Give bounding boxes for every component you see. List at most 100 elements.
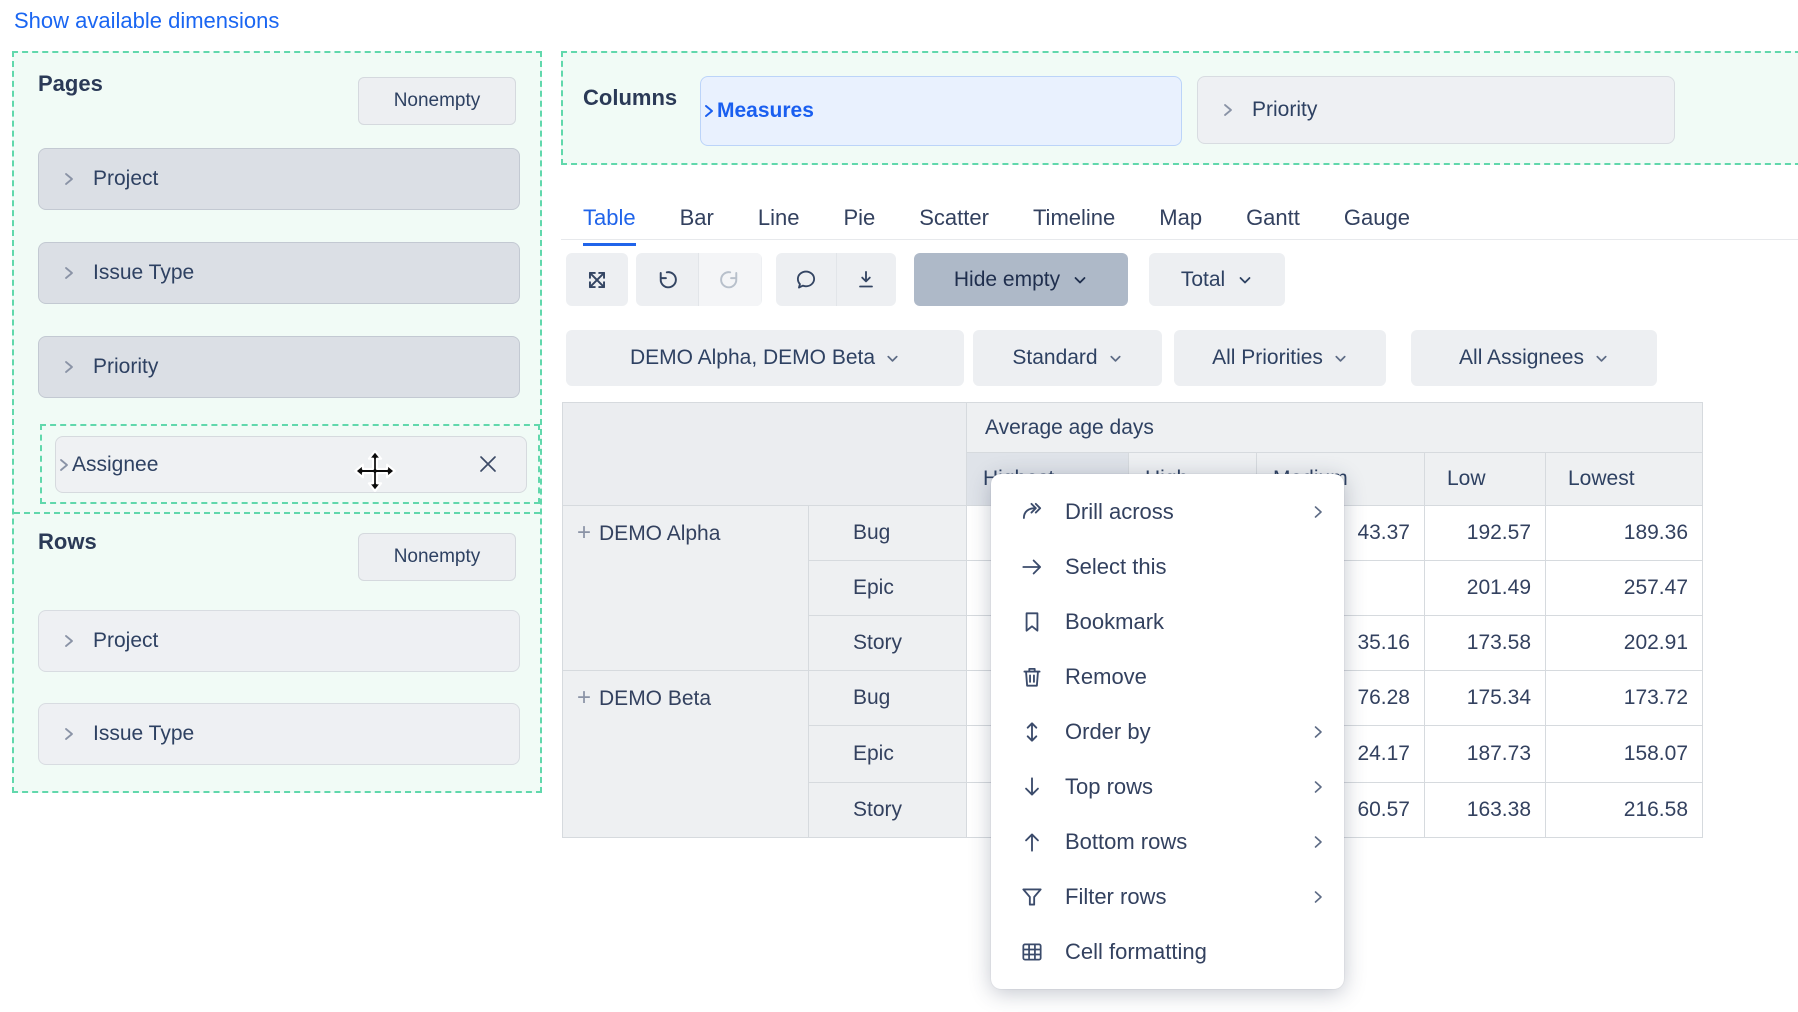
value-cell[interactable]: 216.58 [1545, 782, 1703, 838]
pages-item-assignee-dragging[interactable]: Assignee [55, 436, 527, 493]
comment-button[interactable] [776, 253, 836, 306]
issue-type-filter-dropdown[interactable]: Standard [973, 330, 1162, 386]
menu-item-bookmark[interactable]: Bookmark [991, 594, 1344, 649]
toolbar-group-undo-redo [636, 253, 762, 306]
submenu-chevron-icon [1310, 504, 1326, 520]
undo-button[interactable] [636, 253, 698, 306]
trash-icon [1017, 664, 1047, 690]
submenu-chevron-icon [1310, 779, 1326, 795]
menu-item-filter-rows[interactable]: Filter rows [991, 869, 1344, 924]
menu-item-label: Remove [1065, 663, 1147, 689]
chevron-down-icon [1110, 355, 1121, 362]
value-cell[interactable]: 158.07 [1545, 725, 1703, 783]
pages-nonempty-button[interactable]: Nonempty [358, 77, 516, 125]
pages-item-priority[interactable]: Priority [38, 336, 520, 398]
rows-item-issue-type[interactable]: Issue Type [38, 703, 520, 765]
menu-item-cell-formatting[interactable]: Cell formatting [991, 924, 1344, 979]
value-cell[interactable]: 175.34 [1424, 670, 1546, 726]
dimension-label: Priority [93, 355, 159, 378]
tab-table[interactable]: Table [583, 205, 636, 246]
project-filter-dropdown[interactable]: DEMO Alpha, DEMO Beta [566, 330, 964, 386]
menu-item-select-this[interactable]: Select this [991, 539, 1344, 594]
close-icon[interactable] [474, 450, 502, 478]
total-dropdown[interactable]: Total [1149, 253, 1285, 306]
menu-item-order-by[interactable]: Order by [991, 704, 1344, 759]
tab-map[interactable]: Map [1159, 205, 1203, 230]
filter-label: All Assignees [1459, 346, 1584, 369]
chevron-right-icon [61, 726, 77, 742]
row-header-issue-type[interactable]: Story [808, 615, 967, 671]
arrow-right-icon [1017, 554, 1047, 580]
value-cell[interactable]: 173.72 [1545, 670, 1703, 726]
row-header-issue-type[interactable]: Bug [808, 670, 967, 726]
tab-line[interactable]: Line [757, 205, 800, 230]
project-label: DEMO Beta [599, 687, 712, 710]
row-header-issue-type[interactable]: Epic [808, 725, 967, 783]
chevron-right-icon [1220, 102, 1236, 118]
redo-button[interactable] [698, 253, 761, 306]
dimension-label: Issue Type [93, 722, 195, 745]
expand-plus-icon[interactable]: + [577, 684, 592, 711]
dimension-label: Assignee [72, 452, 159, 476]
maximize-icon [588, 271, 606, 288]
value-cell[interactable]: 173.58 [1424, 615, 1546, 671]
tab-pie[interactable]: Pie [843, 205, 876, 230]
rows-item-project[interactable]: Project [38, 610, 520, 672]
priority-filter-dropdown[interactable]: All Priorities [1174, 330, 1386, 386]
pages-rows-panel: Pages Nonempty Project Issue Type Priori… [12, 51, 542, 793]
show-available-dimensions-link[interactable]: Show available dimensions [14, 8, 280, 33]
maximize-button[interactable] [566, 253, 628, 306]
value-cell[interactable]: 257.47 [1545, 560, 1703, 616]
submenu-chevron-icon [1310, 889, 1326, 905]
toolbar-group-expand [566, 253, 628, 306]
menu-item-label: Filter rows [1065, 883, 1167, 909]
total-label: Total [1180, 267, 1226, 291]
rows-nonempty-button[interactable]: Nonempty [358, 533, 516, 581]
value-cell[interactable]: 202.91 [1545, 615, 1703, 671]
menu-item-label: Cell formatting [1065, 938, 1207, 964]
measure-header-cell[interactable]: Average age days [966, 402, 1703, 453]
value-cell[interactable]: 201.49 [1424, 560, 1546, 616]
menu-item-label: Top rows [1065, 773, 1154, 799]
menu-item-top-rows[interactable]: Top rows [991, 759, 1344, 814]
tab-bar[interactable]: Bar [679, 205, 714, 230]
expand-plus-icon[interactable]: + [577, 519, 592, 546]
menu-item-bottom-rows[interactable]: Bottom rows [991, 814, 1344, 869]
menu-item-remove[interactable]: Remove [991, 649, 1344, 704]
pages-item-project[interactable]: Project [38, 148, 520, 210]
chevron-right-icon [61, 265, 77, 281]
tab-timeline[interactable]: Timeline [1032, 205, 1116, 230]
filter-label: All Priorities [1212, 346, 1323, 369]
comment-icon [796, 270, 815, 289]
export-button[interactable] [835, 253, 897, 306]
menu-item-drill-across[interactable]: Drill across [991, 484, 1344, 539]
columns-item-measures[interactable]: Measures [700, 76, 1182, 146]
value-cell[interactable]: 187.73 [1424, 725, 1546, 783]
tab-scatter[interactable]: Scatter [919, 205, 989, 230]
column-header-lowest[interactable]: Lowest [1545, 452, 1703, 506]
row-header-issue-type[interactable]: Bug [808, 505, 967, 561]
dimension-label: Priority [1252, 98, 1318, 121]
pages-item-issue-type[interactable]: Issue Type [38, 242, 520, 304]
chevron-down-icon [1074, 276, 1086, 283]
value-cell[interactable]: 163.38 [1424, 782, 1546, 838]
row-header-issue-type[interactable]: Epic [808, 560, 967, 616]
chevron-right-icon [61, 633, 77, 649]
tab-gauge[interactable]: Gauge [1343, 205, 1410, 230]
row-header-issue-type[interactable]: Story [808, 782, 967, 838]
chevron-right-icon [61, 171, 77, 187]
row-header-project[interactable]: +DEMO Alpha [562, 505, 809, 671]
hide-empty-dropdown[interactable]: Hide empty [914, 253, 1128, 306]
value-cell[interactable]: 192.57 [1424, 505, 1546, 561]
undo-icon [659, 270, 677, 288]
assignee-filter-dropdown[interactable]: All Assignees [1411, 330, 1657, 386]
menu-item-label: Order by [1065, 718, 1151, 744]
columns-item-priority[interactable]: Priority [1197, 76, 1675, 144]
row-header-project[interactable]: + DEMO Beta [562, 670, 809, 838]
chevron-down-icon [1335, 355, 1346, 362]
tab-gantt[interactable]: Gantt [1246, 205, 1300, 230]
value-cell[interactable]: 189.36 [1545, 505, 1703, 561]
dimension-label: Measures [717, 99, 814, 122]
column-header-low[interactable]: Low [1424, 452, 1546, 506]
chart-type-tabs: Table Bar Line Pie Scatter Timeline Map … [583, 205, 1410, 246]
